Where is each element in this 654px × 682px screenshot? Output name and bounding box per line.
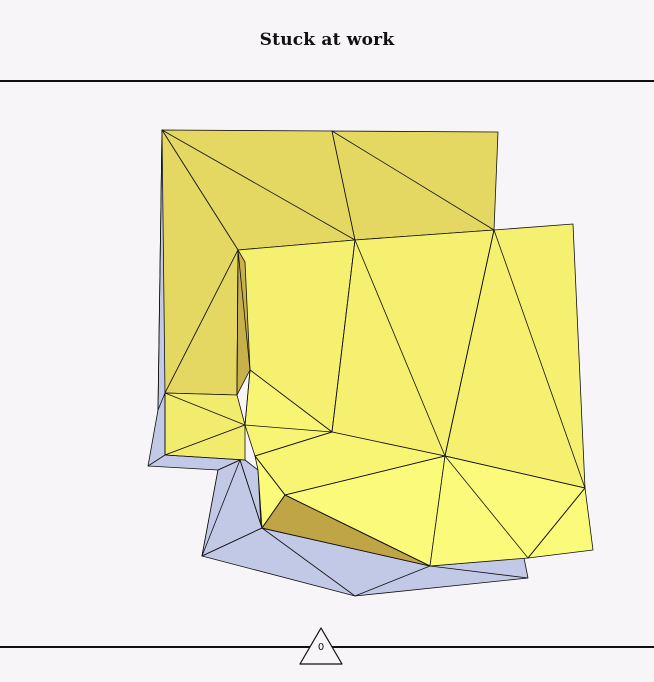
top-layer	[161, 129, 499, 461]
folding-puzzle-board[interactable]	[0, 0, 654, 646]
front-layer	[161, 129, 594, 567]
triangle-icon	[299, 627, 343, 665]
top-face	[331, 130, 499, 241]
header: Stuck at work	[0, 0, 654, 80]
header-divider	[0, 80, 654, 82]
move-counter[interactable]: 0	[298, 626, 344, 666]
puzzle-title: Stuck at work	[259, 30, 395, 50]
